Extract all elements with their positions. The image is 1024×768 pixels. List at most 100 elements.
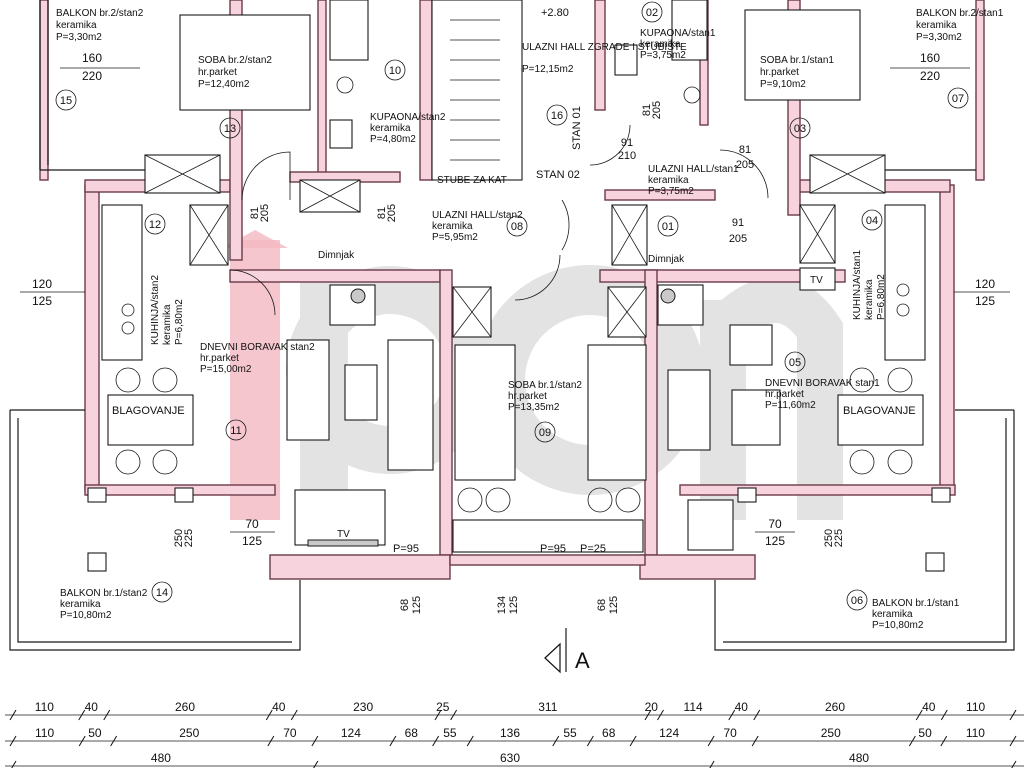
- room-11-floor: hr.parket: [200, 353, 239, 364]
- room-02-name: KUPAONA/stan1: [640, 28, 716, 39]
- dimension-value: 260: [175, 700, 195, 714]
- dimension-value: 70: [283, 726, 297, 740]
- opening-living-right-w: 70: [768, 517, 782, 531]
- room-03-name: SOBA br.1/stan1: [760, 55, 834, 66]
- chimney-right-label: Dimnjak: [648, 254, 685, 265]
- window-south-2-w: 134: [496, 596, 508, 614]
- room-04-name: KUHINJA/stan1: [852, 250, 863, 320]
- room-01-floor: keramika: [648, 175, 689, 186]
- dimension-value: 50: [918, 726, 932, 740]
- opening-living-left-h: 125: [242, 534, 262, 548]
- opening-annotations: 160 220 160 220 120 125 120 125 70 125 7…: [20, 51, 1010, 614]
- room-07-floor: keramika: [916, 20, 957, 31]
- room-10-name: KUPAONA/stan2: [370, 112, 446, 123]
- room-03-floor: hr.parket: [760, 67, 799, 78]
- room-08-name: ULAZNI HALL/stan2: [432, 210, 523, 221]
- door-balk-left-h: 225: [183, 529, 195, 547]
- room-11: DNEVNI BORAVAK stan2 hr.parket P=15,00m2…: [112, 342, 315, 441]
- room-09-number: 09: [539, 427, 551, 439]
- dimension-tick: [78, 709, 86, 721]
- room-01-name: ULAZNI HALL/stan1: [648, 164, 739, 175]
- dimension-value: 250: [821, 726, 841, 740]
- dimension-tick: [644, 709, 652, 721]
- room-05-name: DNEVNI BORAVAK stan1: [765, 378, 880, 389]
- room-10-number: 10: [389, 65, 401, 77]
- dimension-tick: [908, 735, 916, 747]
- room-12-number: 12: [149, 219, 161, 231]
- room-15-number: 15: [60, 95, 72, 107]
- dimension-value: 40: [735, 700, 749, 714]
- room-13-number: 13: [224, 123, 236, 135]
- room-11-name: DNEVNI BORAVAK stan2: [200, 342, 315, 353]
- parapet-left-label: P=95: [393, 543, 419, 555]
- dimension-value: 40: [85, 700, 99, 714]
- room-04-floor: keramika: [864, 279, 875, 320]
- dimension-value: 480: [849, 751, 869, 765]
- dimension-value: 55: [563, 726, 577, 740]
- room-06-area: P=10,80m2: [872, 620, 924, 631]
- door-bath-left-w: 81: [376, 207, 388, 219]
- opening-kitchen-right-h: 125: [975, 294, 995, 308]
- opening-living-left-w: 70: [245, 517, 259, 531]
- dimension-value: 40: [272, 700, 286, 714]
- room-13-name: SOBA br.2/stan2: [198, 55, 272, 66]
- dimension-value: 480: [151, 751, 171, 765]
- stairs-label: STUBE ZA KAT: [437, 175, 507, 186]
- room-04-area: P=6,80m2: [876, 274, 887, 320]
- balcony-outlines: [9, 0, 1015, 651]
- room-10-area: P=4,80m2: [370, 134, 416, 145]
- dimension-tick: [940, 735, 948, 747]
- dimension-value: 50: [88, 726, 102, 740]
- dimension-value: 68: [405, 726, 419, 740]
- section-marker: A: [544, 628, 590, 674]
- dimension-value: 124: [659, 726, 679, 740]
- door-hall-h: 205: [259, 204, 271, 222]
- dimension-tick: [103, 709, 111, 721]
- parapet-mid-label-2: P=25: [580, 543, 606, 555]
- dimension-value: 110: [35, 726, 54, 740]
- dimension-value: 260: [825, 700, 845, 714]
- dimension-tick: [709, 760, 715, 768]
- window-south-2-h: 125: [508, 596, 520, 614]
- dimension-tick: [11, 760, 17, 768]
- room-02-number: 02: [646, 7, 658, 19]
- dimension-tick: [267, 735, 275, 747]
- window-south-3-w: 68: [596, 599, 608, 611]
- dimension-tick: [629, 735, 637, 747]
- dimension-tick: [110, 735, 118, 747]
- room-09-name: SOBA br.1/stan2: [508, 380, 582, 391]
- room-03-number: 03: [794, 123, 806, 135]
- dimension-tick: [290, 709, 298, 721]
- room-06: 06 BALKON br.1/stan1 keramika P=10,80m2: [846, 589, 960, 631]
- room-09: SOBA br.1/stan2 hr.parket P=13,35m2 09: [508, 380, 582, 443]
- opening-living-right-h: 125: [765, 534, 785, 548]
- room-15-name: BALKON br.2/stan2: [56, 8, 144, 19]
- room-03: SOBA br.1/stan1 hr.parket P=9,10m2 03: [760, 55, 834, 139]
- room-05: 05 DNEVNI BORAVAK stan1 hr.parket P=11,6…: [765, 351, 916, 417]
- door-hall-w: 81: [249, 207, 261, 219]
- window-south-1-h: 125: [411, 596, 423, 614]
- dimension-value: 124: [341, 726, 361, 740]
- room-05-floor: hr.parket: [765, 389, 804, 400]
- room-07-number: 07: [952, 93, 964, 105]
- room-14-number: 14: [156, 587, 168, 599]
- room-05-area: P=11,60m2: [765, 400, 816, 411]
- room-14-floor: keramika: [60, 599, 101, 610]
- dimension-value: 40: [922, 700, 936, 714]
- room-07-area: P=3,30m2: [916, 32, 962, 43]
- door-soba-h: 205: [736, 159, 754, 171]
- window-south-3-h: 125: [608, 596, 620, 614]
- dimension-tick: [265, 709, 273, 721]
- room-05-number: 05: [789, 357, 801, 369]
- dimension-tick: [389, 735, 397, 747]
- door-swings: [229, 124, 769, 316]
- room-02: 02 KUPAONA/stan1 keramika P=3,75m2: [640, 1, 716, 61]
- room-15-area: P=3,30m2: [56, 32, 102, 43]
- dimension-value: 250: [179, 726, 199, 740]
- door-balk-right-w: 250: [823, 529, 835, 547]
- dimension-tick: [940, 709, 948, 721]
- room-15-floor: keramika: [56, 20, 97, 31]
